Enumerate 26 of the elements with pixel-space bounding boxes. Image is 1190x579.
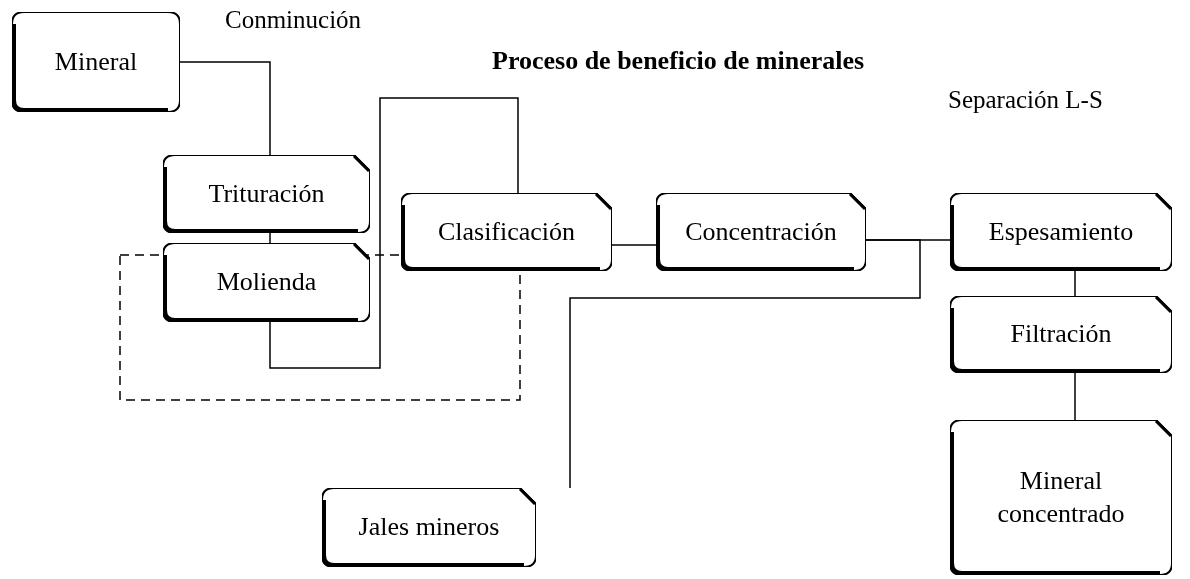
node-label: Molienda bbox=[216, 266, 317, 299]
process-box bbox=[950, 420, 1172, 575]
node-label: Trituración bbox=[208, 177, 325, 210]
process-box bbox=[163, 155, 370, 233]
connector-line bbox=[1074, 372, 1076, 421]
process-box bbox=[950, 296, 1172, 373]
node-label: Clasificación bbox=[437, 215, 576, 248]
connector-line bbox=[1074, 270, 1076, 297]
process-box bbox=[322, 488, 536, 567]
node-label: Mineral bbox=[54, 45, 138, 78]
node-label: Concentración bbox=[685, 215, 837, 248]
process-box bbox=[656, 193, 866, 271]
connector-line bbox=[269, 97, 519, 369]
node-label: Espesamiento bbox=[988, 215, 1134, 248]
process-box bbox=[401, 193, 612, 271]
process-box bbox=[12, 12, 180, 112]
process-box bbox=[950, 193, 1172, 271]
node-label: Filtración bbox=[1010, 318, 1112, 351]
node-label: Mineral concentrado bbox=[996, 465, 1126, 530]
connector-line bbox=[269, 232, 271, 244]
connector-line bbox=[569, 239, 921, 489]
stage-label: Conminución bbox=[225, 6, 362, 34]
node-label: Jales mineros bbox=[358, 511, 500, 544]
process-box bbox=[163, 243, 370, 322]
diagram-title: Proceso de beneficio de minerales bbox=[492, 46, 865, 76]
stage-label: Separación L-S bbox=[948, 86, 1103, 114]
